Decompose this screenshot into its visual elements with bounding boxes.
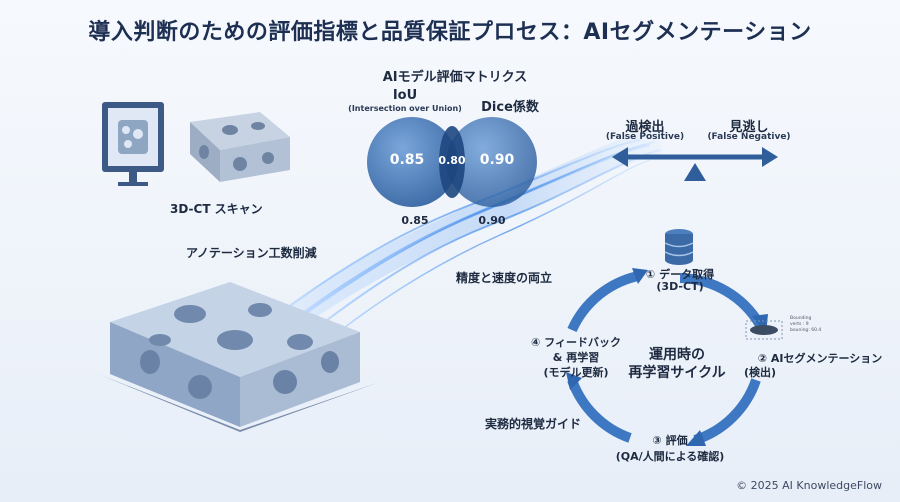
copyright: © 2025 AI KnowledgeFlow: [736, 479, 882, 492]
fn-label: 見逃し: [729, 120, 769, 135]
ct-monitor-icon: [102, 102, 164, 186]
annotation-label: アノテーション工数削減: [186, 246, 317, 260]
cycle-diagram: [566, 268, 768, 446]
cycle-arrow-4: [632, 268, 648, 284]
iou-value: 0.85: [389, 152, 425, 168]
dice-value: 0.90: [479, 152, 515, 168]
ct-scan-label: 3D-CT スキャン: [170, 202, 263, 216]
balance-arrow-icon: [612, 147, 778, 181]
step4-label: ④ フィードバック: [531, 336, 621, 349]
metrics-heading: AIモデル評価マトリクス: [382, 70, 528, 85]
flow-label: 精度と速度の両立: [456, 271, 553, 285]
step1-sub: (3D-CT): [656, 280, 704, 293]
step4-sub2: (モデル更新): [543, 366, 609, 379]
step3-label: ③ 評価: [652, 434, 688, 447]
overlap-value: 0.80: [438, 154, 466, 167]
practical-guide-label: 実務的視覚ガイド: [485, 417, 582, 431]
iou-below-value: 0.85: [401, 214, 429, 227]
fp-sub-label: (False Positive): [605, 132, 685, 142]
page-title: 導入判断のための評価指標と品質保証プロセス：AIセグメンテーション: [88, 20, 812, 45]
step4-sub: & 再学習: [552, 351, 600, 364]
iou-sub-label: (Intersection over Union): [348, 104, 462, 113]
cycle-center-line2: 再学習サイクル: [628, 365, 726, 381]
fn-sub-label: (False Negative): [707, 132, 791, 142]
database-icon: [664, 229, 694, 265]
step2-label: ② AIセグメンテーション: [757, 352, 883, 365]
dice-below-value: 0.90: [478, 214, 506, 227]
scan-object-icon: [190, 112, 290, 182]
step1-label: ① データ取得: [645, 268, 715, 281]
bounding-box-icon: [745, 320, 783, 340]
step3-sub: (QA/人間による確認): [615, 450, 725, 463]
cycle-arrow-2: [686, 430, 706, 446]
dice-label: Dice係数: [481, 100, 539, 115]
cycle-center-line1: 運用時の: [649, 347, 705, 363]
fp-label: 過検出: [625, 120, 665, 135]
dice-circle: [447, 117, 537, 207]
venn-diagram: [367, 117, 537, 207]
iou-circle: [367, 117, 457, 207]
step2-sub: (検出): [743, 366, 777, 379]
annotated-block-icon: [98, 282, 380, 432]
iou-label: IoU: [392, 88, 418, 103]
cycle-arrow-3: [566, 372, 582, 390]
bbox-caption: Bounding verts : 9 bouning: 60.4: [790, 316, 822, 333]
